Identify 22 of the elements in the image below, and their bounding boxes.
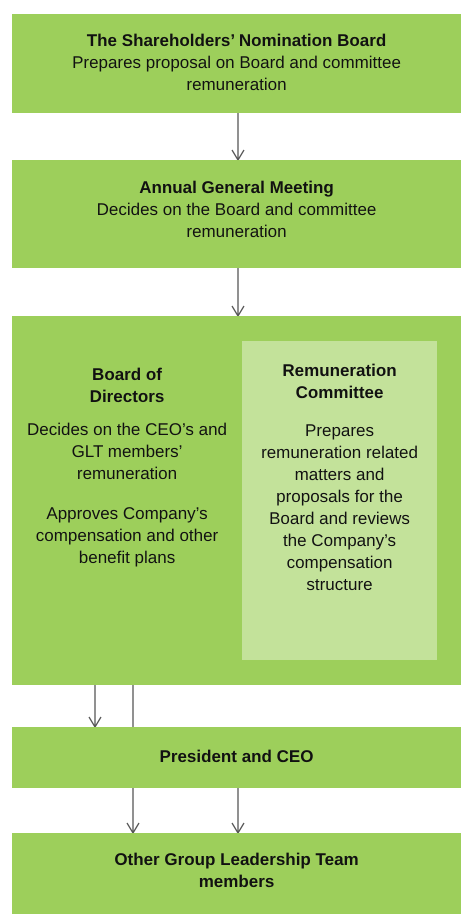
box-title: President and CEO: [158, 746, 314, 768]
arrow: [88, 685, 102, 728]
box-title: Annual General Meeting: [138, 177, 335, 199]
box-title: Other Group Leadership Team members: [113, 849, 360, 893]
box-description: Decides on the Board and committee remuneration: [96, 199, 378, 243]
process-box: [12, 833, 461, 914]
process-box: [12, 160, 461, 268]
box-title: Remuneration Committee: [281, 360, 398, 404]
arrow: [231, 268, 245, 317]
box-description: Prepares proposal on Board and committee remuneration: [72, 52, 401, 96]
arrow: [126, 788, 140, 834]
process-box: [12, 14, 461, 113]
arrow: [231, 788, 245, 834]
box-title: Board of Directors: [88, 364, 166, 408]
box-description: Decides on the CEO’s and GLT members’ remuneration: [26, 419, 228, 485]
committee-panel: [242, 341, 437, 660]
box-description: Prepares remuneration related matters and proposals for the Board and reviews the Company’s compensation structure: [260, 420, 419, 596]
process-box: [12, 316, 461, 685]
box-description: Approves Company’s compensation and other benefit plans: [34, 503, 220, 569]
process-box: [12, 727, 461, 788]
arrow: [231, 113, 245, 161]
box-title: The Shareholders’ Nomination Board: [86, 30, 388, 52]
